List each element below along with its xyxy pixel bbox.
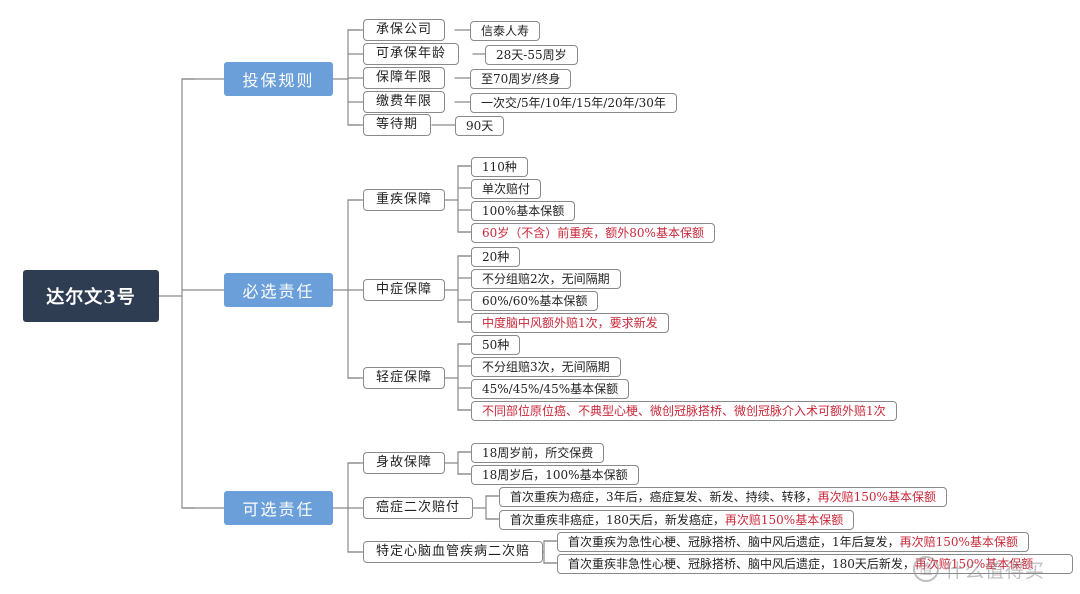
sub-dengdaiqi: 等待期 — [363, 114, 432, 136]
sub-zhongji-baozhang: 重疾保障 — [363, 189, 446, 211]
value-dengdaiqi: 90天 — [455, 116, 505, 136]
leaf-xinnao-first-noncardio-text: 首次重疾非急性心梗、冠脉搭桥、脑中风后遗症，180天后新发， — [568, 557, 915, 571]
value-chengbao-gongsi: 信泰人寿 — [470, 21, 541, 41]
sub-chengbao-gongsi: 承保公司 — [363, 19, 446, 41]
leaf-xinnao-first-cardio-text: 首次重疾为急性心梗、冠脉搭桥、脑中风后遗症，1年后复发， — [568, 535, 900, 549]
leaf-aizheng-first-cancer-text: 首次重疾为癌症，3年后，癌症复发、新发、持续、转移， — [510, 490, 818, 504]
watermark: 值 什么值得买 — [913, 552, 1073, 586]
leaf-zhongji-pay: 单次赔付 — [471, 179, 542, 199]
leaf-zhongji-extra: 60岁（不含）前重疾，额外80%基本保额 — [471, 223, 715, 243]
leaf-xinnao-first-cardio-highlight: 再次赔150%基本保额 — [899, 535, 1018, 549]
leaf-qingzheng-count: 50种 — [471, 335, 521, 355]
branch-toubao: 投保规则 — [224, 62, 333, 96]
leaf-zhongji-amount: 100%基本保额 — [471, 201, 576, 221]
leaf-aizheng-first-noncancer-highlight: 再次赔150%基本保额 — [724, 513, 844, 527]
root-node: 达尔文3号 — [23, 270, 159, 322]
sub-shengu-baozhang: 身故保障 — [363, 452, 446, 474]
leaf-shengu-after18: 18周岁后，100%基本保额 — [471, 465, 639, 485]
value-baozhang-nianxian: 至70周岁/终身 — [470, 69, 572, 89]
watermark-logo-icon: 值 — [913, 556, 939, 582]
leaf-zhongzheng-count: 20种 — [471, 247, 521, 267]
sub-aizheng-erci: 癌症二次赔付 — [363, 497, 474, 519]
sub-xinnao-erci: 特定心脑血管疾病二次赔 — [363, 541, 544, 563]
sub-baozhang-nianxian: 保障年限 — [363, 67, 446, 89]
leaf-aizheng-first-cancer: 首次重疾为癌症，3年后，癌症复发、新发、持续、转移，再次赔150%基本保额 — [499, 487, 947, 507]
leaf-aizheng-first-noncancer-text: 首次重疾非癌症，180天后，新发癌症， — [510, 513, 725, 527]
leaf-aizheng-first-cancer-highlight: 再次赔150%基本保额 — [817, 490, 936, 504]
leaf-qingzheng-amount: 45%/45%/45%基本保额 — [471, 379, 630, 399]
leaf-aizheng-first-noncancer: 首次重疾非癌症，180天后，新发癌症，再次赔150%基本保额 — [499, 510, 855, 530]
branch-kexuan: 可选责任 — [224, 491, 333, 525]
sub-jiaofei-nianxian: 缴费年限 — [363, 91, 446, 113]
sub-qingzheng-baozhang: 轻症保障 — [363, 367, 446, 389]
branch-bixuan: 必选责任 — [224, 273, 333, 307]
leaf-xinnao-first-noncardio: 首次重疾非急性心梗、冠脉搭桥、脑中风后遗症，180天后新发，再次赔150%基本保… — [557, 554, 1073, 574]
leaf-zhongzheng-pay: 不分组赔2次，无间隔期 — [471, 269, 621, 289]
leaf-xinnao-first-cardio: 首次重疾为急性心梗、冠脉搭桥、脑中风后遗症，1年后复发，再次赔150%基本保额 — [557, 532, 1029, 552]
leaf-qingzheng-pay: 不分组赔3次，无间隔期 — [471, 357, 621, 377]
leaf-shengu-before18: 18周岁前，所交保费 — [471, 443, 605, 463]
leaf-xinnao-first-noncardio-highlight: 再次赔150%基本保额 — [914, 557, 1034, 571]
leaf-zhongji-count: 110种 — [471, 157, 528, 177]
sub-zhongzheng-baozhang: 中症保障 — [363, 279, 446, 301]
leaf-qingzheng-extra: 不同部位原位癌、不典型心梗、微创冠脉搭桥、微创冠脉介入术可额外赔1次 — [471, 401, 897, 421]
value-jiaofei-nianxian: 一次交/5年/10年/15年/20年/30年 — [470, 93, 677, 113]
watermark-text: 什么值得买 — [945, 559, 1046, 582]
value-kechengbao-nianling: 28天-55周岁 — [485, 45, 578, 65]
leaf-zhongzheng-amount: 60%/60%基本保额 — [471, 291, 599, 311]
leaf-zhongzheng-extra: 中度脑中风额外赔1次，要求新发 — [471, 313, 669, 333]
sub-kechengbao-nianling: 可承保年龄 — [363, 43, 460, 65]
